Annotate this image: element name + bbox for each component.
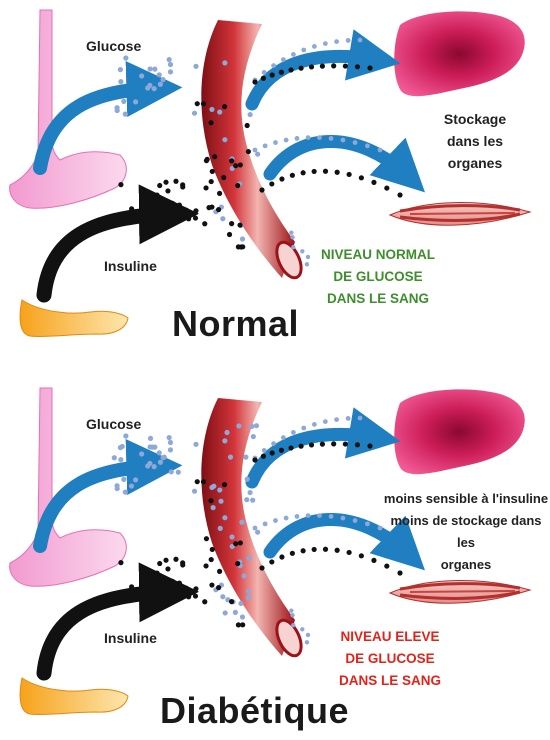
diabetic-glucose-label: Glucose [86, 416, 142, 432]
normal-storage-label: Stockage dans les organes [443, 111, 507, 171]
diabetic-title: Diabétique [160, 690, 350, 731]
normal-molecules [114, 37, 403, 267]
diabetic-storage-label: moins sensible à l'insuline moins de sto… [383, 491, 549, 572]
diabetic-glucose-level-status: NIVEAU ELEVE DE GLUCOSE DANS LE SANG [338, 629, 441, 688]
normal-panel [10, 10, 530, 337]
diabetic-molecules [111, 415, 403, 645]
diabetic-panel [10, 388, 530, 715]
normal-glucose-label: Glucose [86, 38, 142, 54]
diabetic-insulin-label: Insuline [104, 630, 157, 646]
normal-glucose-level-status: NIVEAU NORMAL DE GLUCOSE DANS LE SANG [321, 247, 435, 306]
normal-insulin-label: Insuline [104, 258, 157, 274]
normal-title: Normal [172, 303, 300, 344]
